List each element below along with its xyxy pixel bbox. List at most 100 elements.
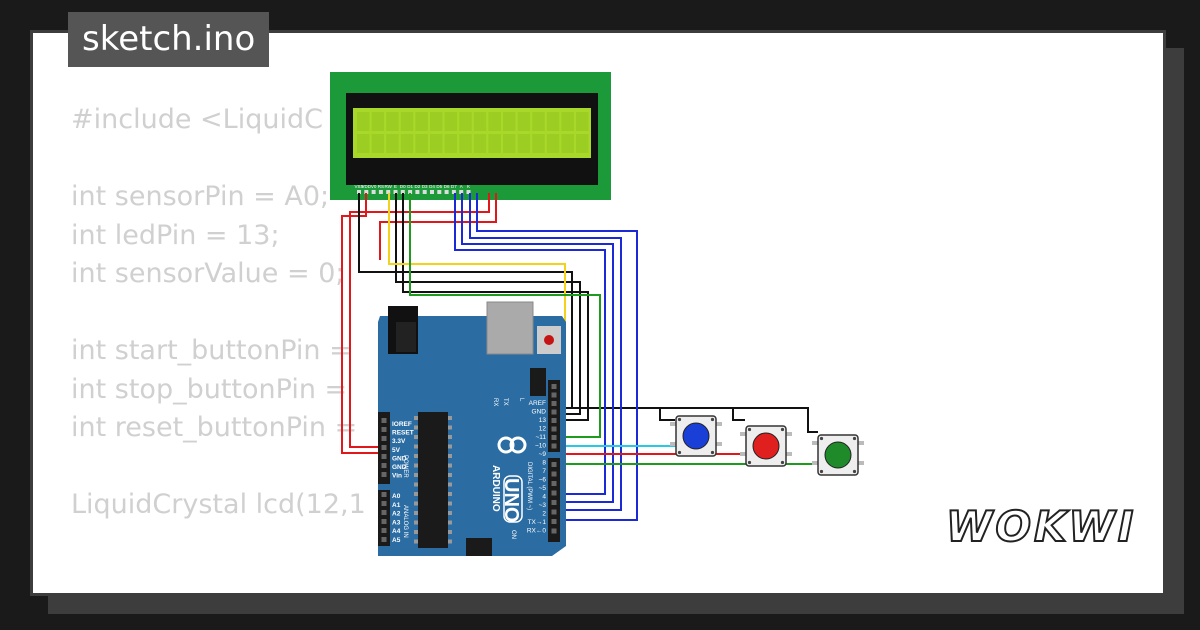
power-pin-label: Vin <box>392 473 402 480</box>
lcd-pin-label: E <box>394 184 397 189</box>
lcd-pin <box>393 190 398 194</box>
lcd-char-cell <box>517 134 531 153</box>
analog-pin-label: A5 <box>392 537 401 544</box>
pin-hole <box>381 436 387 441</box>
lcd-char-cell <box>415 112 428 131</box>
lcd-pin-label: VSS <box>354 184 363 189</box>
lcd-char-cell <box>576 112 589 131</box>
lcd-pin <box>408 190 413 194</box>
pin-hole <box>551 481 557 486</box>
board-pin-holes <box>381 384 557 542</box>
wire-lcd-rw-gnd <box>395 193 581 415</box>
lcd-char-cell <box>503 134 516 153</box>
power-header-label: POWER <box>402 455 408 478</box>
uno-label: UNO <box>500 478 522 522</box>
analog-pin-label: A2 <box>392 511 401 518</box>
pin-hole <box>551 409 557 415</box>
analog-header <box>378 490 390 546</box>
lcd-char-cell <box>371 134 385 153</box>
wokwi-logo: WOKWI <box>945 501 1137 552</box>
lcd-char-cell <box>357 134 370 153</box>
wire-lcd-d7 <box>476 193 638 521</box>
l-led-label: L <box>518 398 524 402</box>
lcd-char-cell <box>459 112 472 131</box>
lcd-pin <box>371 190 376 194</box>
digital-header-high <box>548 380 560 452</box>
lcd-char-cell <box>444 134 458 153</box>
wire-gnd-buttons <box>554 407 818 433</box>
analog-header-label: ANALOG IN <box>402 505 408 538</box>
pin-hole <box>551 471 557 477</box>
digital-header-label: DIGITAL (PWM ~) <box>526 462 532 510</box>
lcd-char-cell <box>430 134 443 153</box>
lcd-char-cell <box>400 134 414 153</box>
wire-lcd-v0 <box>379 193 497 260</box>
lcd-pin <box>415 190 420 194</box>
pin-hole <box>551 435 557 440</box>
wire-gnd-btn1 <box>659 408 675 421</box>
digital-pin-label: ~9 <box>539 451 547 458</box>
lcd-pin <box>430 190 434 194</box>
pin-hole <box>381 445 387 450</box>
pin-hole <box>551 509 557 515</box>
lcd-char-cell <box>386 134 399 153</box>
digital-pin-label: RX←0 <box>527 528 547 535</box>
lcd-char-cell <box>444 112 458 131</box>
wire-lcd-a-5v <box>349 193 490 448</box>
digital-pin-label: ~3 <box>539 502 547 509</box>
infinity-logo <box>497 436 527 454</box>
lcd-pin <box>364 190 369 194</box>
digital-pin-label: 8 <box>542 460 546 467</box>
lcd-pin-label: D6 <box>444 184 450 189</box>
lcd-char-cell <box>459 134 472 153</box>
reset-push-button[interactable] <box>812 434 864 476</box>
arduino-brand-label: ARDUINO <box>490 465 501 512</box>
lcd-char-cell <box>546 112 560 131</box>
uno-label-frame <box>503 475 523 523</box>
reset-button-cap <box>824 441 852 469</box>
pin-hole <box>551 443 557 449</box>
digital-pin-label: ~10 <box>535 443 546 450</box>
file-tab[interactable]: sketch.ino <box>68 12 270 67</box>
pin-hole <box>551 519 557 524</box>
lcd-pin-label: D7 <box>451 184 457 189</box>
lcd-char-cell <box>546 134 560 153</box>
lcd-pin <box>444 190 449 194</box>
lcd-char-cell <box>357 112 370 131</box>
stop-button-cap <box>752 432 780 460</box>
lcd-char-cell <box>400 112 414 131</box>
lcd-char-cell <box>488 134 501 153</box>
digital-pin-label: ~5 <box>539 485 547 492</box>
lcd-pin <box>466 190 471 194</box>
power-pin-label: GND <box>392 464 407 471</box>
lcd-char-cell <box>473 134 487 153</box>
power-pin-label: GND <box>392 455 407 462</box>
lcd-pin-label: VDD <box>362 184 372 189</box>
stop-push-button[interactable] <box>740 425 792 467</box>
pin-hole <box>381 537 387 542</box>
pin-hole <box>381 519 387 524</box>
tx-label: TX <box>502 398 508 406</box>
pin-hole <box>381 501 387 506</box>
analog-pin-label: A3 <box>392 519 401 526</box>
lcd-character-grid <box>357 112 589 153</box>
lcd-char-cell <box>371 112 385 131</box>
lcd-pin <box>378 190 383 194</box>
digital-pin-label: 2 <box>542 511 546 518</box>
push-buttons <box>670 415 864 476</box>
pin-hole <box>551 500 557 505</box>
digital-pin-label: GND <box>532 409 547 416</box>
lcd-pin-label: D1 <box>407 184 413 189</box>
lcd-pin-label: A <box>460 184 463 189</box>
analog-pin-label: A1 <box>392 502 401 509</box>
pin-hole <box>551 418 557 423</box>
start-push-button[interactable] <box>670 415 722 457</box>
digital-pin-label: ~6 <box>539 477 547 484</box>
lcd-char-cell <box>415 134 428 153</box>
